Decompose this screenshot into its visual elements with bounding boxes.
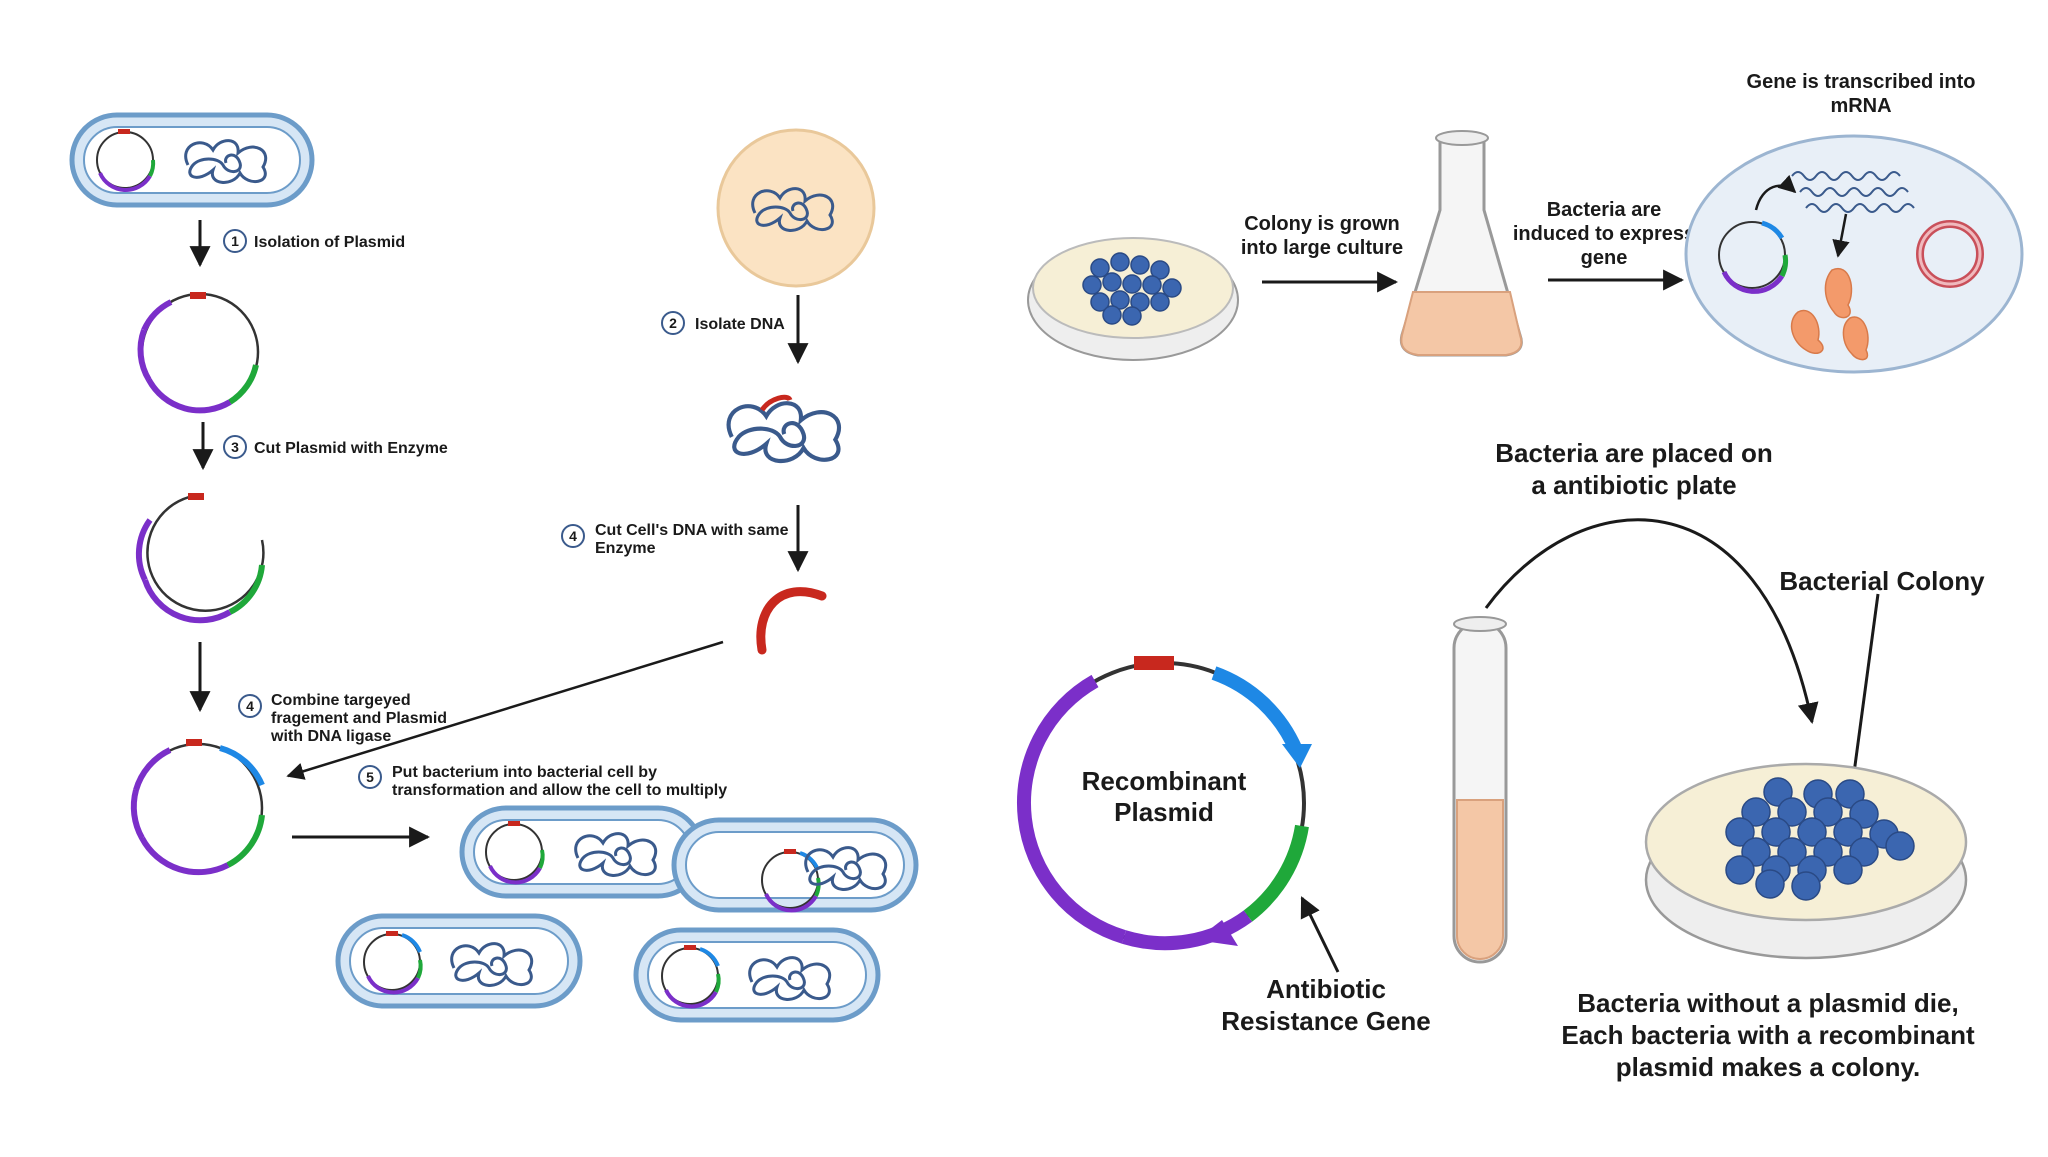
resistance-gene-label-2: Resistance Gene — [1221, 1006, 1431, 1036]
placed-label-2: a antibiotic plate — [1531, 470, 1736, 500]
step-2-label: 2 Isolate DNA — [661, 311, 785, 335]
step-3-label: 3 Cut Plasmid with Enzyme — [223, 435, 448, 459]
svg-text:Combine targeyed: Combine targeyed — [271, 692, 411, 709]
svg-text:4: 4 — [246, 698, 254, 714]
svg-text:Cut Cell's DNA with same: Cut Cell's DNA with same — [595, 522, 789, 539]
placed-label-1: Bacteria are placed on — [1495, 438, 1772, 468]
mrna-label-1: Gene is transcribed into — [1747, 71, 1976, 93]
svg-text:fragement and Plasmid: fragement and Plasmid — [271, 710, 447, 727]
plasmid-ligated — [130, 739, 265, 876]
donor-cell — [716, 128, 876, 288]
dna-fragment — [756, 587, 827, 655]
colony-grown-label-1: Colony is grown — [1244, 213, 1400, 235]
plasmid-cut — [135, 493, 265, 624]
bacterium-copy-3 — [335, 913, 583, 1009]
culture-flask — [1399, 130, 1523, 357]
petri-dish-colony — [1027, 237, 1239, 361]
bacterium-copy-1 — [459, 805, 705, 899]
expressing-cell — [1684, 134, 2024, 374]
svg-text:2: 2 — [669, 315, 677, 331]
svg-text:Put bacterium into bacterial c: Put bacterium into bacterial cell by — [392, 764, 657, 781]
antibiotic-plate — [1644, 762, 1968, 960]
induced-label-2: induced to express — [1513, 223, 1695, 245]
mrna-label-2: mRNA — [1830, 95, 1891, 117]
bacterium-copy-2 — [671, 817, 919, 913]
svg-text:Cut Plasmid with Enzyme: Cut Plasmid with Enzyme — [254, 440, 448, 457]
induced-label-1: Bacteria are — [1547, 199, 1662, 221]
recombinant-plasmid-label-1: Recombinant — [1082, 766, 1247, 796]
svg-text:4: 4 — [569, 528, 577, 544]
svg-text:Enzyme: Enzyme — [595, 540, 656, 557]
colony-grown-label-2: into large culture — [1241, 237, 1403, 259]
step-4b-label: 4 Combine targeyed fragement and Plasmid… — [238, 692, 447, 745]
step-4a-label: 4 Cut Cell's DNA with same Enzyme — [561, 522, 789, 557]
test-tube — [1452, 616, 1508, 964]
recombinant-plasmid-label-2: Plasmid — [1114, 797, 1214, 827]
svg-text:1: 1 — [231, 233, 239, 249]
svg-text:Isolate DNA: Isolate DNA — [695, 316, 785, 333]
step-5-label: 5 Put bacterium into bacterial cell by t… — [358, 764, 727, 799]
result-label-3: plasmid makes a colony. — [1616, 1052, 1920, 1082]
induced-label-3: gene — [1581, 247, 1628, 269]
svg-text:3: 3 — [231, 439, 239, 455]
svg-text:Isolation of Plasmid: Isolation of Plasmid — [254, 234, 405, 251]
result-label-2: Each bacteria with a recombinant — [1561, 1020, 1975, 1050]
resistance-gene-label-1: Antibiotic — [1266, 974, 1386, 1004]
bacterium-start — [69, 112, 315, 208]
isolated-dna — [729, 394, 839, 461]
step-1-label: 1 Isolation of Plasmid — [223, 229, 405, 253]
svg-text:transformation and allow the c: transformation and allow the cell to mul… — [392, 782, 727, 799]
result-label-1: Bacteria without a plasmid die, — [1577, 988, 1958, 1018]
recombinant-plasmid — [1017, 656, 1312, 951]
svg-text:with DNA ligase: with DNA ligase — [270, 728, 391, 745]
bacterium-copy-4 — [633, 927, 881, 1023]
plasmid-isolated — [137, 292, 260, 414]
bacterial-colony-label: Bacterial Colony — [1779, 566, 1985, 596]
svg-text:5: 5 — [366, 769, 374, 785]
